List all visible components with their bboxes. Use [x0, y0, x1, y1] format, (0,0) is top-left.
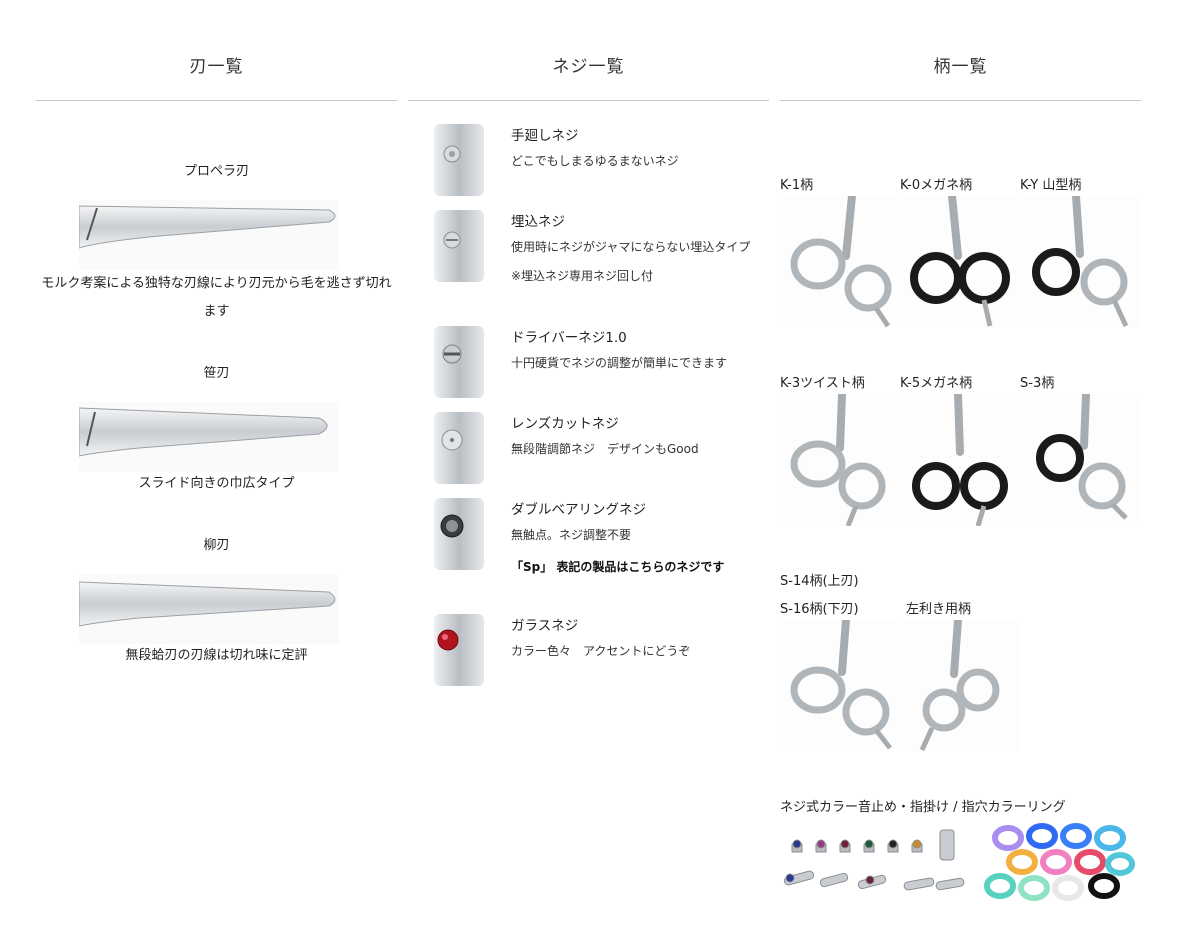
- handle-label-k1: K-1柄: [780, 178, 814, 193]
- handle-label-s14: S-14柄(上刃): [780, 574, 859, 589]
- screw-desc-glass: カラー色々 アクセントにどうぞ: [511, 644, 691, 658]
- scissors-handle-image-k5: [902, 394, 1020, 526]
- screw-desc-hand-turn: どこでもしまるゆるまないネジ: [511, 154, 679, 168]
- screw-image-double-bearing: [434, 498, 484, 570]
- blade-image-sasa: [79, 402, 339, 472]
- parts-title: ネジ式カラー音止め・指掛け / 指穴カラーリング: [780, 800, 1066, 815]
- divider: [780, 100, 1141, 101]
- blade-desc-propeller: モルク考案による独特な刃線により刃元から毛を逃さず切れます: [41, 276, 392, 319]
- blade-desc-yanagi: 無段蛤刃の刃線は切れ味に定評: [125, 648, 308, 663]
- screw-desc-driver: 十円硬貨でネジの調整が簡単にできます: [511, 356, 728, 370]
- screw-desc-double-bearing: 無触点。ネジ調整不要: [511, 528, 632, 542]
- handle-label-k0: K-0メガネ柄: [900, 178, 973, 193]
- screw-name-lens-cut: レンズカットネジ: [511, 416, 619, 432]
- screw-name-double-bearing: ダブルベアリングネジ: [511, 502, 646, 518]
- parts-image-screw-colors: [780, 826, 970, 904]
- screw-image-embedded: [434, 210, 484, 282]
- screw-image-glass: [434, 614, 484, 686]
- screw-desc-embedded: 使用時にネジがジャマにならない埋込タイプ ※埋込ネジ専用ネジ回し付: [511, 240, 763, 283]
- scissors-handle-image-k1: [782, 196, 900, 328]
- blade-name-propeller: プロペラ刃: [183, 164, 249, 179]
- scissors-handle-image-left-handed: [902, 620, 1020, 752]
- blade-image-propeller: [79, 200, 339, 270]
- screw-desc-lens-cut: 無段階調節ネジ デザインもGood: [511, 442, 699, 456]
- handle-label-s16: S-16柄(下刃): [780, 602, 859, 617]
- divider: [36, 100, 397, 101]
- blade-list-title: 刃一覧: [189, 57, 244, 77]
- handle-list-column: 柄一覧 K-1柄 K-0メガネ柄 K-Y 山型柄 K-3ツイスト柄 K-5メガネ…: [780, 0, 1141, 928]
- scissors-handle-image-k3: [782, 394, 900, 526]
- blade-name-yanagi: 柳刃: [203, 538, 230, 553]
- blade-image-yanagi: [79, 574, 339, 644]
- scissors-handle-image-s3: [1022, 394, 1140, 526]
- blade-desc-sasa: スライド向きの巾広タイプ: [138, 476, 295, 491]
- screw-name-glass: ガラスネジ: [511, 618, 579, 634]
- screw-list-title: ネジ一覧: [552, 57, 625, 77]
- handle-list-title: 柄一覧: [933, 57, 988, 77]
- blade-name-sasa: 笹刃: [203, 366, 230, 381]
- screw-name-hand-turn: 手廻しネジ: [511, 128, 579, 144]
- scissors-handle-image-k0: [902, 196, 1020, 328]
- screw-name-driver: ドライバーネジ1.0: [511, 330, 627, 346]
- scissors-handle-image-s16: [782, 620, 900, 752]
- handle-label-ky: K-Y 山型柄: [1020, 178, 1082, 193]
- handle-label-s3: S-3柄: [1020, 376, 1055, 391]
- blade-list-column: 刃一覧 プロペラ刃 モルク考案による独特な刃線により刃元から毛を逃さず切れます …: [36, 0, 397, 928]
- parts-image-finger-rings: [980, 822, 1140, 906]
- divider: [408, 100, 769, 101]
- scissors-handle-image-ky: [1022, 196, 1140, 328]
- screw-name-embedded: 埋込ネジ: [511, 214, 565, 230]
- handle-label-left-handed: 左利き用柄: [906, 602, 972, 617]
- handle-label-k3: K-3ツイスト柄: [780, 376, 865, 391]
- screw-image-driver: [434, 326, 484, 398]
- screw-list-column: ネジ一覧 手廻しネジ どこでもしまるゆるまないネジ 埋込ネジ 使用時にネジがジャ…: [408, 0, 769, 928]
- handle-label-k5: K-5メガネ柄: [900, 376, 973, 391]
- screw-image-lens-cut: [434, 412, 484, 484]
- screw-note-double-bearing: 「Sp」 表記の製品はこちらのネジです: [511, 560, 725, 574]
- screw-image-hand-turn: [434, 124, 484, 196]
